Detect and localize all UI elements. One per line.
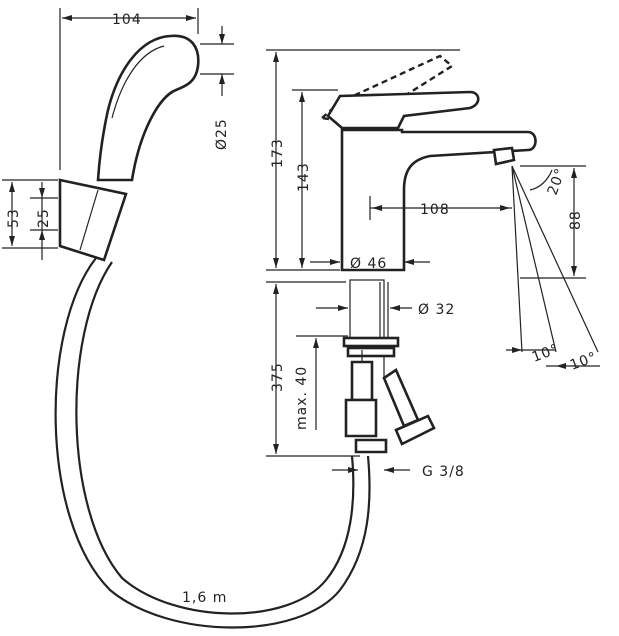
- label-mixer-height-total: 173: [270, 138, 286, 168]
- mixer-body: [319, 54, 537, 272]
- shower-hose: [54, 257, 371, 629]
- label-connection-thread: G 3/8: [422, 464, 465, 480]
- shower-holder: [58, 178, 128, 262]
- label-angle-right: 10°: [568, 349, 600, 374]
- label-hose-length: 1,6 m: [182, 590, 227, 606]
- label-mixer-height-body: 143: [296, 162, 312, 192]
- label-base-diameter: Ø 46: [350, 256, 387, 272]
- label-spout-projection: 108: [420, 202, 450, 218]
- hand-shower: [96, 34, 200, 182]
- label-holder-height: 53: [6, 208, 22, 228]
- mixer-shank: [342, 279, 436, 454]
- label-spray-angle: 20°: [545, 166, 570, 198]
- dimension-labels: 104 Ø25 53 25 173 143 108 88 20° Ø 46 Ø …: [6, 12, 600, 606]
- label-max-deck-thickness: max. 40: [294, 366, 310, 430]
- label-angle-left: 10°: [530, 341, 562, 366]
- label-holder-inner: 25: [36, 208, 52, 228]
- label-hand-shower-width: 104: [112, 12, 142, 28]
- label-below-deck-length: 375: [270, 362, 286, 392]
- dimension-lines: [2, 8, 600, 473]
- label-shank-diameter: Ø 32: [418, 302, 455, 318]
- label-hand-shower-diameter: Ø25: [214, 118, 230, 150]
- label-spout-height: 88: [568, 210, 584, 230]
